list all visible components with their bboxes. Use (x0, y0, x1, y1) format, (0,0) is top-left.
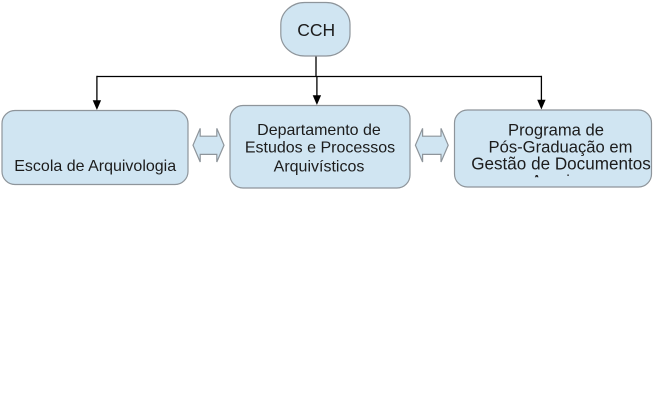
svg-text:Arquivísticos: Arquivísticos (274, 158, 365, 175)
svg-text:Escola de Arquivologia: Escola de Arquivologia (14, 158, 176, 175)
svg-text:Estudos e Processos: Estudos e Processos (245, 140, 395, 157)
svg-text:Programa de: Programa de (508, 121, 604, 140)
svg-text:Departamento de: Departamento de (257, 122, 381, 139)
svg-text:Gestão de Documentos: Gestão de Documentos (471, 155, 651, 174)
svg-text:Pós-Graduação em: Pós-Graduação em (489, 138, 633, 157)
svg-text:CCH: CCH (297, 20, 335, 40)
svg-text:e Arquivos: e Arquivos (518, 172, 595, 191)
